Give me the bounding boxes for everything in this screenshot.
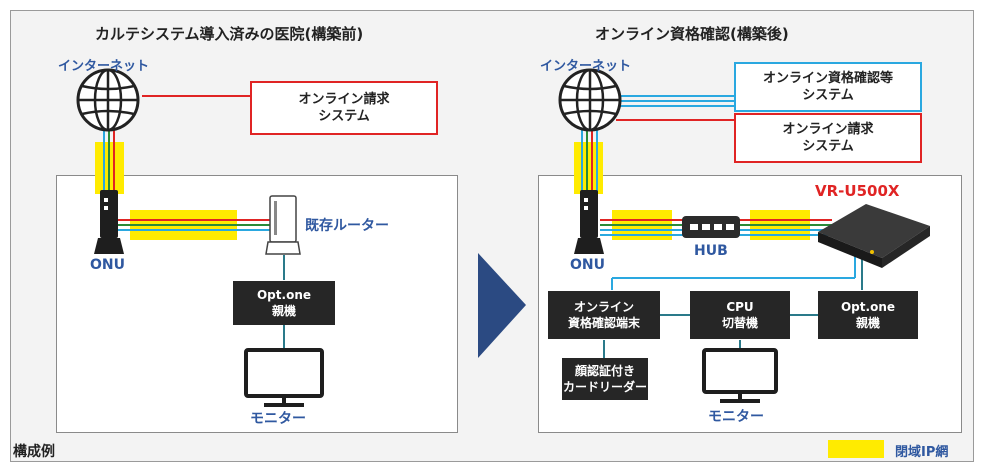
footer-label: 構成例 — [13, 444, 55, 460]
right-optone-unit: Opt.one 親機 — [818, 291, 918, 339]
left-claim-system-line2: システム — [318, 109, 370, 124]
reader-line1: 顔認証付き — [574, 364, 635, 378]
existing-router-label: 既存ルーター — [305, 218, 389, 234]
cpu-switcher: CPU 切替機 — [690, 291, 790, 339]
left-internet-globe-icon — [76, 68, 140, 132]
vr-u500x-router-icon — [818, 204, 930, 268]
face-auth-card-reader: 顔認証付き カードリーダー — [562, 358, 648, 400]
cpu-line1: CPU — [726, 300, 754, 314]
left-optone-line2: 親機 — [271, 304, 296, 318]
right-onu-device-icon — [574, 190, 604, 254]
qualification-terminal: オンライン 資格確認端末 — [548, 291, 660, 339]
terminal-line1: オンライン — [573, 300, 634, 314]
qual-system-line2: システム — [802, 88, 854, 103]
existing-router-icon — [265, 195, 301, 255]
right-claim-system-line2: システム — [802, 139, 854, 154]
right-internet-label: インターネット — [540, 59, 632, 74]
left-online-claim-system: オンライン請求 システム — [250, 81, 438, 135]
vr-u500x-label: VR-U500X — [815, 182, 900, 200]
right-internet-globe-icon — [558, 68, 622, 132]
left-monitor-label: モニター — [250, 411, 306, 427]
left-monitor-icon — [244, 348, 324, 407]
online-qualification-system: オンライン資格確認等 システム — [734, 62, 922, 112]
right-optone-line1: Opt.one — [840, 300, 895, 314]
hub-icon — [682, 216, 740, 238]
left-claim-system-line1: オンライン請求 — [298, 92, 390, 107]
left-title: カルテシステム導入済みの医院(構築前) — [95, 25, 364, 43]
transition-arrow-icon — [478, 253, 526, 358]
right-monitor-icon — [702, 348, 778, 403]
right-onu-label: ONU — [570, 257, 605, 273]
right-title: オンライン資格確認(構築後) — [595, 25, 789, 43]
right-closed-ip-vertical — [574, 142, 603, 194]
left-optone-unit: Opt.one 親機 — [233, 281, 335, 325]
reader-line2: カードリーダー — [562, 380, 647, 394]
closed-ip-legend-label: 閉域IP網 — [895, 445, 949, 460]
terminal-line2: 資格確認端末 — [567, 316, 640, 330]
right-claim-system-line1: オンライン請求 — [782, 122, 874, 137]
hub-label: HUB — [694, 243, 728, 259]
cpu-line2: 切替機 — [721, 316, 758, 330]
closed-ip-legend-swatch — [828, 440, 884, 458]
left-internet-label: インターネット — [58, 59, 150, 74]
right-online-claim-system: オンライン請求 システム — [734, 113, 922, 163]
left-onu-label: ONU — [90, 257, 125, 273]
right-monitor-label: モニター — [708, 409, 764, 425]
qual-system-line1: オンライン資格確認等 — [762, 71, 893, 86]
right-optone-line2: 親機 — [855, 316, 880, 330]
left-onu-device-icon — [94, 190, 124, 254]
left-optone-line1: Opt.one — [256, 288, 311, 302]
